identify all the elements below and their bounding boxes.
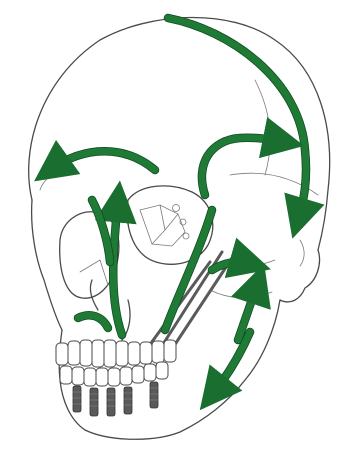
dental-implants (73, 382, 158, 416)
arrow-jaw-down (212, 332, 250, 395)
arrow-temporal-arc (202, 138, 285, 195)
orbits (60, 186, 213, 298)
arrow-zygoma-right (212, 262, 252, 270)
arrow-nasal (78, 315, 108, 328)
arrow-brow-arc (50, 151, 155, 170)
